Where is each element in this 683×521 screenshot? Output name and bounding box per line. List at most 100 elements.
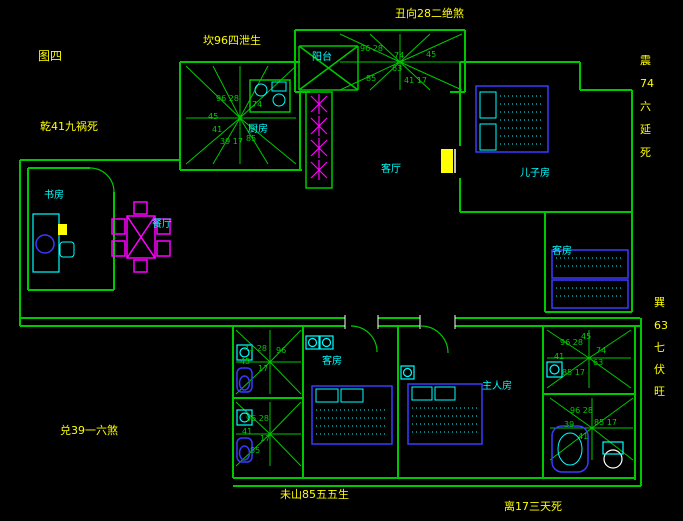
study-desk-set (32, 213, 75, 273)
bedside-table-icon (400, 365, 415, 380)
pillow-icon (479, 91, 497, 119)
label-chou-direction: 丑向28二绝煞 (395, 6, 464, 20)
label-xun-char: 巽 (654, 296, 665, 309)
star-numbers-kitchen: 96 28 74 45 41 39 17 85 (208, 94, 262, 146)
pillow-icon (434, 386, 456, 401)
star-number: 85 17 (594, 418, 617, 427)
chair-icon (156, 218, 171, 235)
bedside-table-icon (319, 335, 334, 350)
door-ticks (344, 315, 456, 329)
room-label-living: 客厅 (381, 162, 401, 175)
room-label-guest-bottom: 客房 (322, 354, 342, 367)
star-number: 45 (208, 112, 218, 121)
star-number: 74 (596, 346, 606, 355)
star-numbers-bath-left-upper: 41 28 45 17 96 (240, 344, 286, 373)
star-number: 41 (212, 125, 222, 134)
door-arc-master (420, 325, 449, 354)
chair-icon (35, 234, 55, 254)
label-zhen-char: 震 (640, 54, 651, 67)
star-number: 45 (426, 50, 436, 59)
room-label-son-room: 儿子房 (520, 166, 550, 179)
wall-outline (19, 29, 642, 487)
label-zhen-char: 延 (640, 123, 651, 136)
desk-icon (32, 213, 60, 273)
rays-bath-left-upper (235, 329, 302, 395)
label-wei-mountain: 未山85五五生 (280, 487, 349, 501)
walls-main (19, 29, 642, 487)
toilet-bottom-right (602, 441, 624, 469)
chair-icon (111, 240, 126, 257)
star-numbers-bath-right-upper: 96 28 41 74 63 85 17 45 (554, 332, 606, 377)
door-arc-guestroom (350, 325, 378, 353)
star-number: 39 (564, 420, 574, 429)
chair-icon (111, 218, 126, 235)
star-number: 63 (392, 64, 402, 73)
label-xun-char: 63 (654, 319, 668, 332)
rays-bath-right-lower (549, 397, 634, 461)
star-numbers-top-center: 96 28 74 63 85 41 17 45 (360, 44, 436, 85)
label-xun-char: 七 (654, 341, 665, 354)
rays-kitchen (185, 65, 297, 165)
bed-master (407, 383, 483, 445)
pillow-icon (411, 386, 433, 401)
star-number: 41 (242, 427, 252, 436)
star-number: 41 (554, 352, 564, 361)
star-numbers-bath-right-lower: 96 28 39 41 85 17 (564, 406, 617, 441)
study-walls (27, 167, 115, 291)
study-door-arc (89, 167, 115, 193)
toilet-icons (236, 367, 589, 473)
label-li: 离17三天死 (504, 499, 562, 513)
fengshui-ray-diagrams (185, 33, 634, 467)
star-number: 41 (578, 432, 588, 441)
star-number: 96 28 (560, 338, 583, 347)
bathtub-icon (551, 425, 589, 473)
figure-label: 图四 (38, 49, 62, 63)
label-xun-vertical: 巽 63 七 伏 旺 (654, 296, 668, 398)
chair-icon (156, 240, 171, 257)
star-number: 85 (246, 134, 256, 143)
star-number: 96 28 (570, 406, 593, 415)
star-number: 45 (581, 332, 591, 341)
label-qian: 乾41九祸死 (40, 119, 98, 133)
pillow-icon (479, 123, 497, 151)
rays-bath-right-upper (546, 329, 632, 389)
dining-set (111, 201, 171, 273)
pillow-icon (340, 388, 364, 403)
balcony-window (298, 45, 359, 91)
bedside-table-icon (305, 335, 320, 350)
label-zhen-vertical: 震 74 六 延 死 (640, 54, 654, 159)
star-number: 96 28 (246, 414, 269, 423)
room-label-study: 书房 (44, 188, 64, 201)
label-zhen-char: 六 (640, 100, 651, 113)
bunk-beds-guest-right (551, 249, 629, 309)
room-label-guest-right: 客房 (552, 244, 572, 257)
bed-son-room (475, 85, 549, 153)
label-kan: 坎96四泄生 (203, 33, 261, 47)
star-number: 41 17 (404, 76, 427, 85)
star-number: 74 (394, 51, 404, 60)
star-number: 96 28 (360, 44, 383, 53)
star-number: 17 (260, 434, 270, 443)
star-number: 74 (252, 100, 262, 109)
pillow-icon (315, 388, 339, 403)
stove-icon (249, 79, 291, 113)
washbasin-icons (236, 335, 563, 426)
star-number: 41 28 (244, 344, 267, 353)
dining-table-icon (126, 215, 156, 259)
star-number: 96 28 (216, 94, 239, 103)
rays-bath-left-lower (235, 401, 302, 467)
label-xun-char: 旺 (654, 385, 665, 398)
room-label-balcony: 阳台 (312, 50, 332, 63)
chair-icon (133, 259, 148, 273)
tv-icon (441, 149, 456, 173)
rays-top-center (339, 33, 463, 91)
star-number: 85 (250, 446, 260, 455)
star-number: 85 17 (562, 368, 585, 377)
star-numbers-bath-left-lower: 96 28 41 17 85 (242, 414, 270, 455)
star-number: 96 (276, 346, 286, 355)
chair-icon (133, 201, 148, 215)
room-label-dining: 餐厅 (152, 217, 172, 230)
star-number: 17 (258, 364, 268, 373)
star-number: 45 (240, 357, 250, 366)
